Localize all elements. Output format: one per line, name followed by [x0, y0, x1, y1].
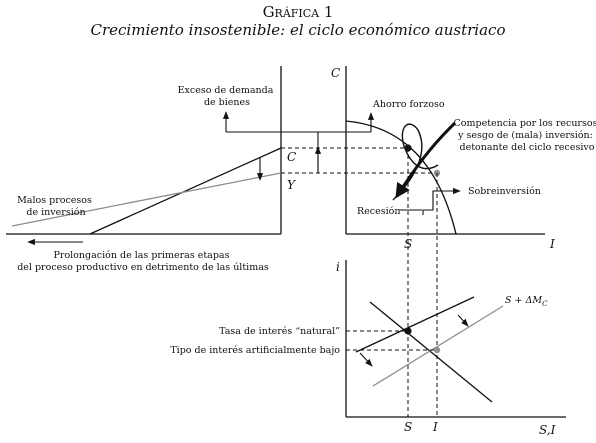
overinvestment-bracket [422, 187, 461, 215]
figure-subheading: Crecimiento insostenible: el ciclo econó… [90, 21, 506, 39]
investment-demand-line [369, 301, 493, 403]
artificial-rate-label: Tipo de interés artificialmente bajo [170, 345, 340, 356]
top-left-panel: C Y Exceso de demanda de bienes Malos pr… [6, 66, 296, 273]
axis-si-label: S,I [539, 423, 556, 437]
axis-i-label: I [549, 237, 555, 251]
forced-saving-label: Ahorro forzoso [372, 99, 445, 110]
prolongation-label: Prolongación de las primeras etapas del … [17, 250, 269, 273]
bottom-panel: i S,I S I Tasa de interés “natural” Tipo… [170, 260, 566, 437]
production-possibilities-frontier [345, 120, 457, 235]
consumption-line [89, 147, 282, 235]
axis-c-label: C [331, 66, 340, 80]
overinvestment-label: Sobreinversión [468, 186, 541, 197]
excess-demand-label: Exceso de demanda de bienes [178, 85, 277, 108]
natural-rate-label: Tasa de interés “natural” [219, 326, 340, 337]
tick-s-bottom: S [404, 420, 412, 434]
supply-shift-arrow-upper [457, 314, 469, 327]
cycle-loop [392, 123, 439, 201]
tick-s-top: S [404, 237, 412, 251]
excess-demand-connector [222, 111, 437, 174]
savings-supply-line [355, 296, 475, 353]
label-c-top-left: C [287, 150, 296, 164]
natural-equilibrium-point [404, 327, 412, 335]
tick-i-bottom: I [432, 420, 438, 434]
artificial-equilibrium-point [433, 346, 441, 354]
label-y-top-left: Y [287, 178, 296, 192]
vertical-guides [407, 148, 438, 417]
figure-heading: Gráfica 1 [262, 3, 334, 21]
shifted-supply-line [372, 305, 504, 387]
shifted-supply-label: S + ΔMC [505, 295, 548, 308]
recession-label: Recesión [357, 206, 400, 217]
malinvestment-line [11, 172, 282, 227]
supply-shift-arrow-lower [359, 352, 373, 367]
cycle-big-arrow [395, 121, 457, 199]
competition-label: Competencia por los recursos y sesgo de … [454, 118, 596, 153]
axis-i-rate-label: i [336, 260, 340, 274]
bad-processes-label: Malos procesos de inversión [17, 195, 95, 218]
top-right-panel: C I S Ahorro forzoso Competencia por los… [331, 66, 596, 251]
